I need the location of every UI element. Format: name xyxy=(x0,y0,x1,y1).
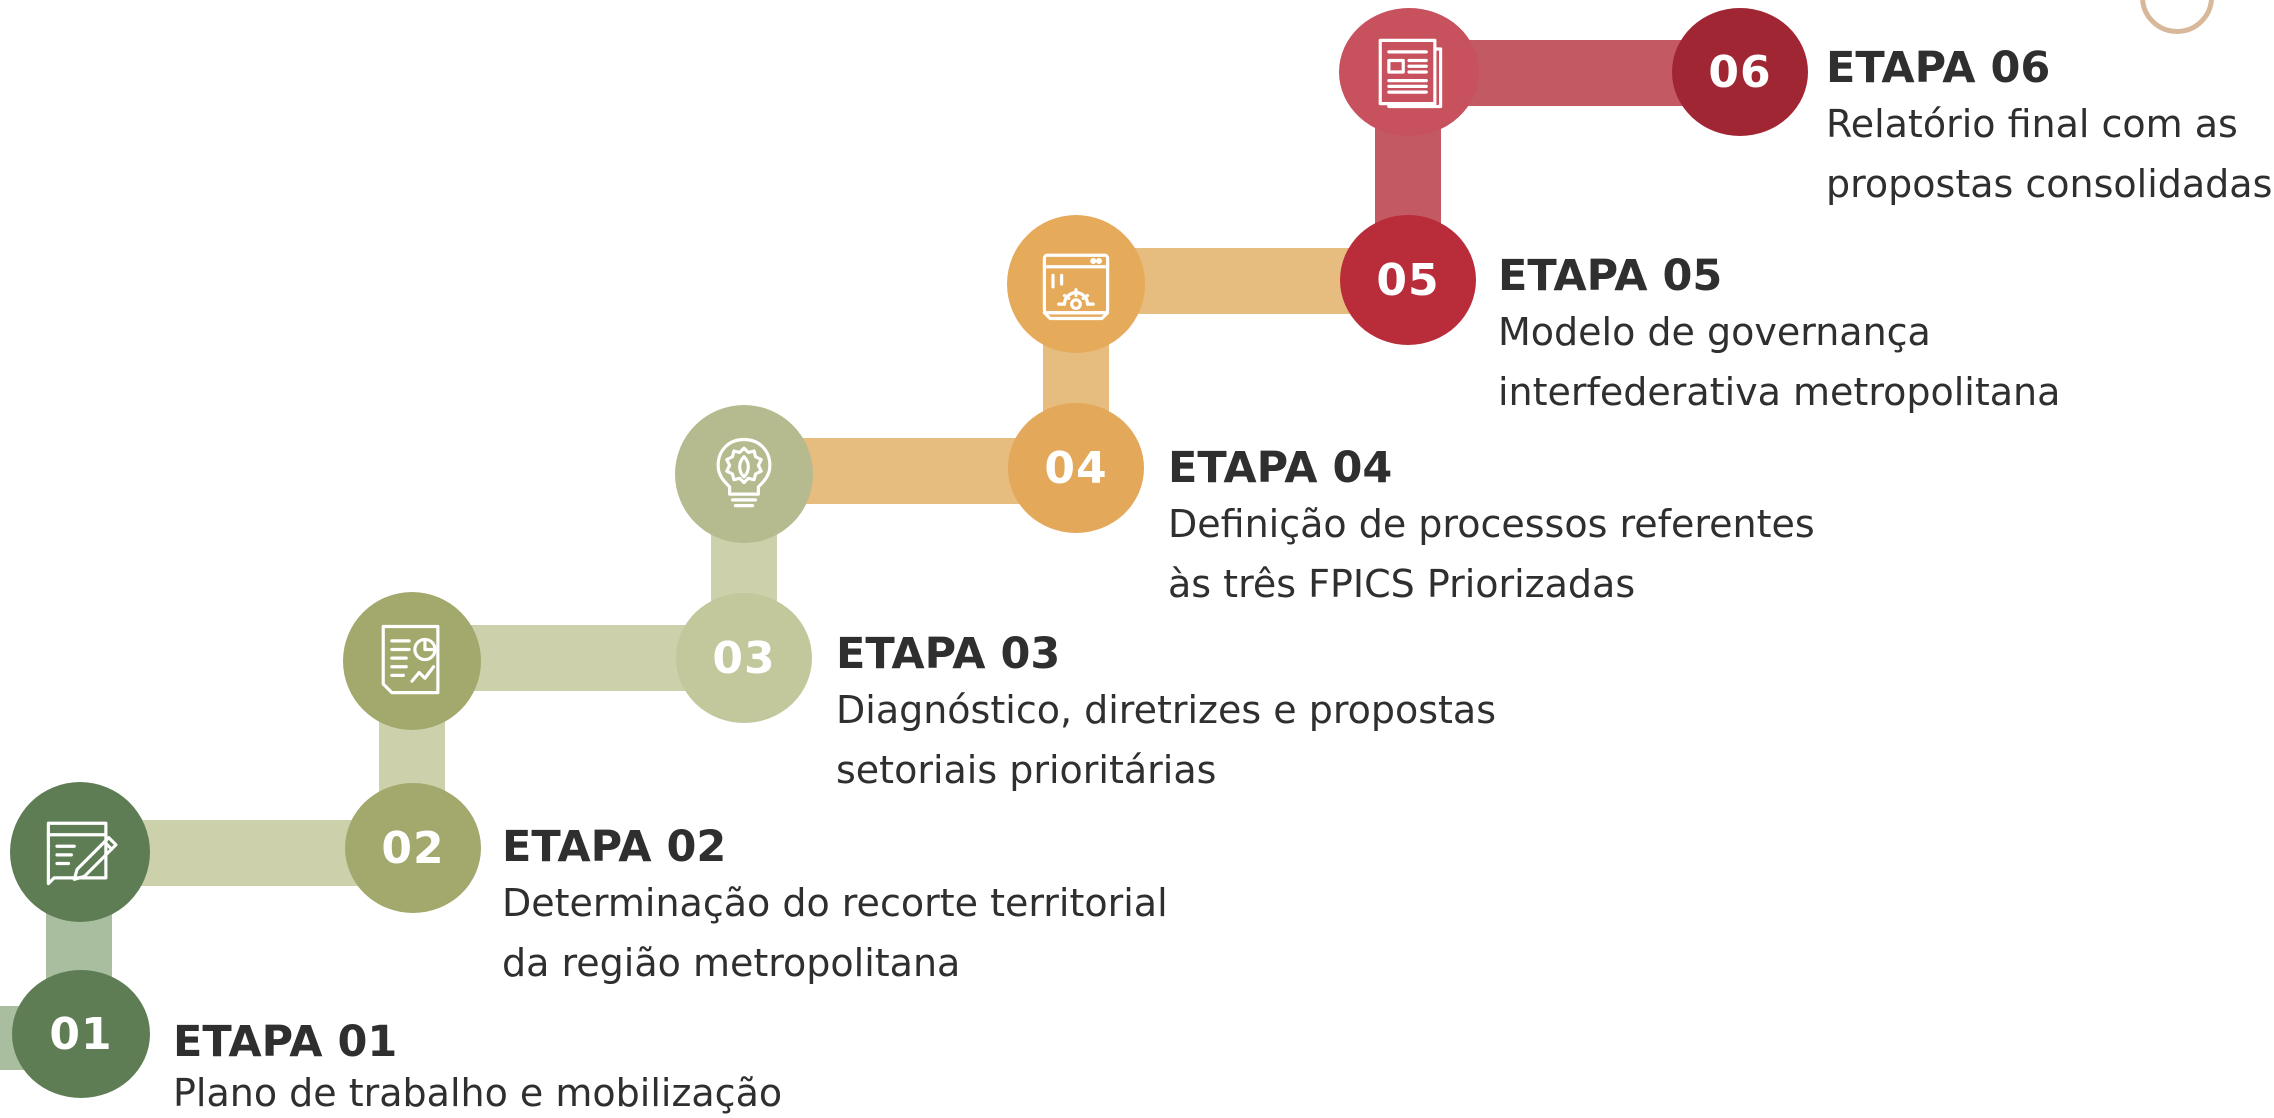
lightbulb-icon xyxy=(675,405,813,543)
step-04-title: ETAPA 04 xyxy=(1168,443,1393,493)
step-number-05-label: 05 xyxy=(1376,254,1440,306)
step-05-title: ETAPA 05 xyxy=(1498,251,1723,301)
browser-gear-icon xyxy=(1007,215,1145,353)
step-02-description-line-2: da região metropolitana xyxy=(502,941,961,985)
step-number-04-label: 04 xyxy=(1044,442,1108,494)
step-number-02-label: 02 xyxy=(381,822,445,874)
step-number-02: 02 xyxy=(345,783,481,913)
step-05-text: ETAPA 05 Modelo de governança interfeder… xyxy=(1498,250,2060,422)
decorative-ring xyxy=(2140,0,2214,34)
step-01-text: ETAPA 01 Plano de trabalho e mobilização xyxy=(173,1016,782,1118)
step-06-text: ETAPA 06 Relatório final com as proposta… xyxy=(1826,42,2272,214)
step-number-06: 06 xyxy=(1672,8,1808,136)
step-04-description-line-2: às três FPICS Priorizadas xyxy=(1168,562,1636,606)
step-number-03: 03 xyxy=(676,593,812,723)
step-03-text: ETAPA 03 Diagnóstico, diretrizes e propo… xyxy=(836,628,1496,800)
step-05-description-line-1: Modelo de governança xyxy=(1498,310,1931,354)
step-02-text: ETAPA 02 Determinação do recorte territo… xyxy=(502,821,1168,993)
step-06-description-line-2: propostas consolidadas xyxy=(1826,162,2273,206)
step-number-01: 01 xyxy=(12,970,150,1098)
report-chart-icon xyxy=(343,592,481,730)
step-01-title: ETAPA 01 xyxy=(173,1017,398,1067)
step-02-description-line-1: Determinação do recorte territorial xyxy=(502,881,1168,925)
newspaper-icon xyxy=(1339,8,1479,136)
step-04-description-line-1: Definição de processos referentes xyxy=(1168,502,1815,546)
step-03-description-line-2: setoriais prioritárias xyxy=(836,748,1217,792)
step-01-description-line-1: Plano de trabalho e mobilização xyxy=(173,1071,783,1115)
step-number-03-label: 03 xyxy=(712,632,776,684)
step-06-description-line-1: Relatório final com as xyxy=(1826,102,2238,146)
step-number-04: 04 xyxy=(1008,403,1144,533)
step-number-01-label: 01 xyxy=(49,1008,113,1060)
step-05-description-line-2: interfederativa metropolitana xyxy=(1498,370,2061,414)
step-03-title: ETAPA 03 xyxy=(836,629,1061,679)
step-02-title: ETAPA 02 xyxy=(502,822,727,872)
step-06-title: ETAPA 06 xyxy=(1826,43,2051,93)
pencil-document-icon xyxy=(10,782,150,922)
step-number-06-label: 06 xyxy=(1708,46,1772,98)
step-04-text: ETAPA 04 Definição de processos referent… xyxy=(1168,442,1815,614)
step-number-05: 05 xyxy=(1340,215,1476,345)
step-03-description-line-1: Diagnóstico, diretrizes e propostas xyxy=(836,688,1497,732)
